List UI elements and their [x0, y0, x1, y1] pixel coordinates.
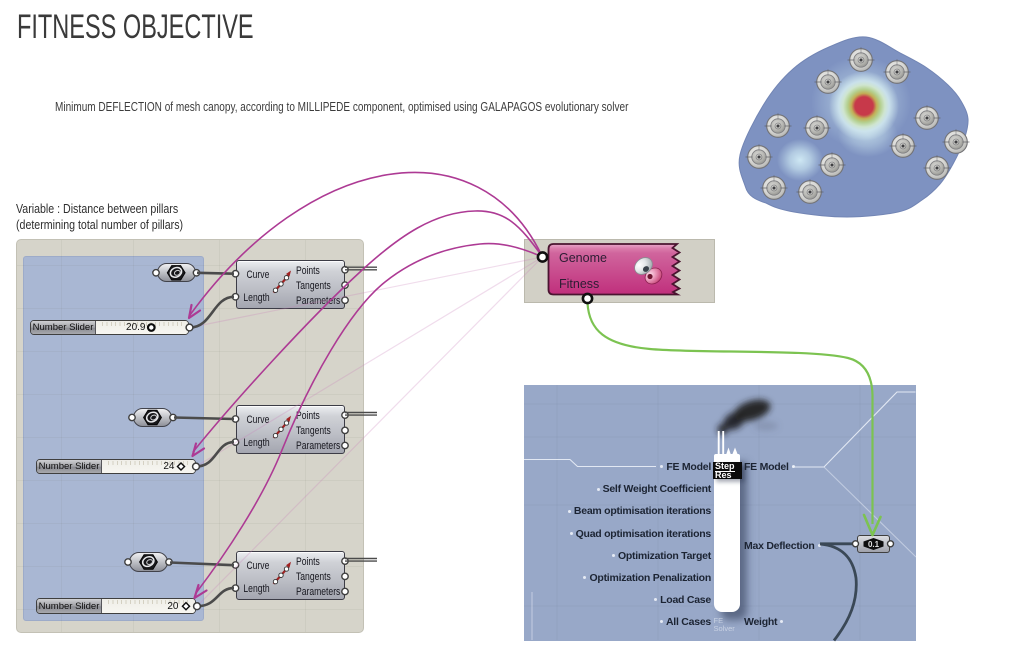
svg-text:Genome: Genome	[559, 251, 607, 265]
svg-text:Fitness: Fitness	[559, 277, 599, 291]
svg-text:0.1: 0.1	[868, 540, 880, 549]
